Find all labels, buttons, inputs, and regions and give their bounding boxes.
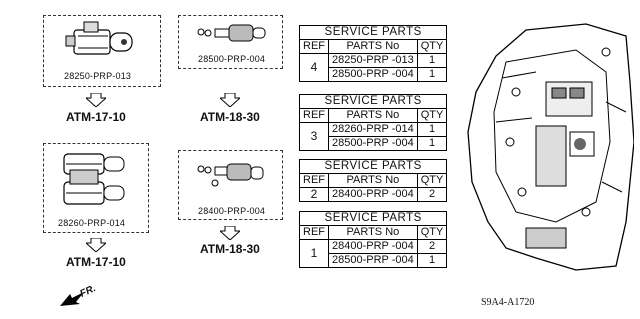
table-title: SERVICE PARTS bbox=[298, 159, 448, 174]
part-cell: 28500-PRP -004 bbox=[328, 136, 418, 151]
down-arrow-icon bbox=[86, 93, 106, 107]
qty-cell: 2 bbox=[416, 187, 448, 202]
ref-cell: 1 bbox=[299, 239, 329, 268]
section-ref-label[interactable]: ATM-18-30 bbox=[200, 110, 260, 124]
table-row: 28500-PRP -004 1 bbox=[300, 67, 448, 82]
part-cell: 28500-PRP -004 bbox=[328, 253, 418, 268]
column-header: REF bbox=[299, 225, 329, 240]
column-header: PARTS No bbox=[328, 108, 418, 123]
table-row: 28500-PRP -004 1 bbox=[300, 253, 448, 268]
solenoid-valve-icon bbox=[197, 24, 266, 42]
table-title: SERVICE PARTS bbox=[298, 211, 448, 226]
transmission-housing-illustration bbox=[467, 23, 634, 271]
table-row: 1 28400-PRP -004 2 bbox=[299, 239, 448, 268]
part-cell: 28500-PRP -004 bbox=[328, 67, 418, 82]
front-direction-arrow-icon bbox=[60, 292, 84, 306]
qty-cell: 1 bbox=[416, 53, 448, 68]
ref-cell: 4 bbox=[299, 53, 329, 82]
column-header: REF bbox=[299, 108, 329, 123]
column-header: REF bbox=[299, 39, 329, 54]
column-header: PARTS No bbox=[328, 173, 418, 188]
part-cell: 28260-PRP -014 bbox=[328, 122, 418, 137]
part-cell: 28400-PRP -004 bbox=[328, 187, 418, 202]
component-box-2: 28500-PRP-004 bbox=[178, 15, 283, 69]
table-row: 4 28250-PRP -013 1 bbox=[299, 53, 448, 82]
solenoid-valve-icon bbox=[63, 153, 125, 205]
part-cell: 28400-PRP -004 bbox=[328, 239, 418, 254]
table-title: SERVICE PARTS bbox=[298, 25, 448, 40]
down-arrow-icon bbox=[220, 226, 240, 240]
section-ref-label[interactable]: ATM-17-10 bbox=[66, 110, 126, 124]
service-parts-table: SERVICE PARTS REF PARTS No QTY 1 28400-P… bbox=[298, 211, 448, 268]
qty-cell: 1 bbox=[416, 253, 448, 268]
component-box-1: 28250-PRP-013 bbox=[43, 15, 161, 87]
service-parts-table: SERVICE PARTS REF PARTS No QTY 4 28250-P… bbox=[298, 25, 448, 82]
component-box-4: 28400-PRP-004 bbox=[178, 150, 283, 220]
column-header: REF bbox=[299, 173, 329, 188]
column-header: PARTS No bbox=[328, 39, 418, 54]
front-direction-label: FR. bbox=[78, 283, 98, 300]
column-header: QTY bbox=[416, 108, 448, 123]
column-header: PARTS No bbox=[328, 225, 418, 240]
solenoid-valve-icon bbox=[197, 163, 264, 187]
service-parts-table: SERVICE PARTS REF PARTS No QTY 2 28400-P… bbox=[298, 159, 448, 202]
qty-cell: 1 bbox=[416, 67, 448, 82]
qty-cell: 2 bbox=[416, 239, 448, 254]
down-arrow-icon bbox=[86, 238, 106, 252]
table-row: 2 28400-PRP -004 2 bbox=[299, 187, 448, 202]
qty-cell: 1 bbox=[416, 136, 448, 151]
diagram-code: S9A4-A1720 bbox=[481, 297, 535, 308]
down-arrow-icon bbox=[220, 93, 240, 107]
table-title: SERVICE PARTS bbox=[298, 94, 448, 109]
ref-cell: 2 bbox=[299, 187, 329, 202]
part-number-label: 28500-PRP-004 bbox=[198, 54, 266, 64]
part-cell: 28250-PRP -013 bbox=[328, 53, 418, 68]
section-ref-label[interactable]: ATM-18-30 bbox=[200, 242, 260, 256]
qty-cell: 1 bbox=[416, 122, 448, 137]
part-number-label: 28260-PRP-014 bbox=[58, 218, 126, 228]
service-parts-table: SERVICE PARTS REF PARTS No QTY 3 28260-P… bbox=[298, 94, 448, 151]
ref-cell: 3 bbox=[299, 122, 329, 151]
column-header: QTY bbox=[416, 225, 448, 240]
part-number-label: 28250-PRP-013 bbox=[64, 71, 132, 81]
table-row: 28500-PRP -004 1 bbox=[300, 136, 448, 151]
component-box-3: 28260-PRP-014 bbox=[43, 143, 149, 233]
solenoid-valve-icon bbox=[65, 21, 133, 55]
table-row: 3 28260-PRP -014 1 bbox=[299, 122, 448, 151]
section-ref-label[interactable]: ATM-17-10 bbox=[66, 255, 126, 269]
part-number-label: 28400-PRP-004 bbox=[198, 206, 266, 216]
column-header: QTY bbox=[416, 39, 448, 54]
column-header: QTY bbox=[416, 173, 448, 188]
